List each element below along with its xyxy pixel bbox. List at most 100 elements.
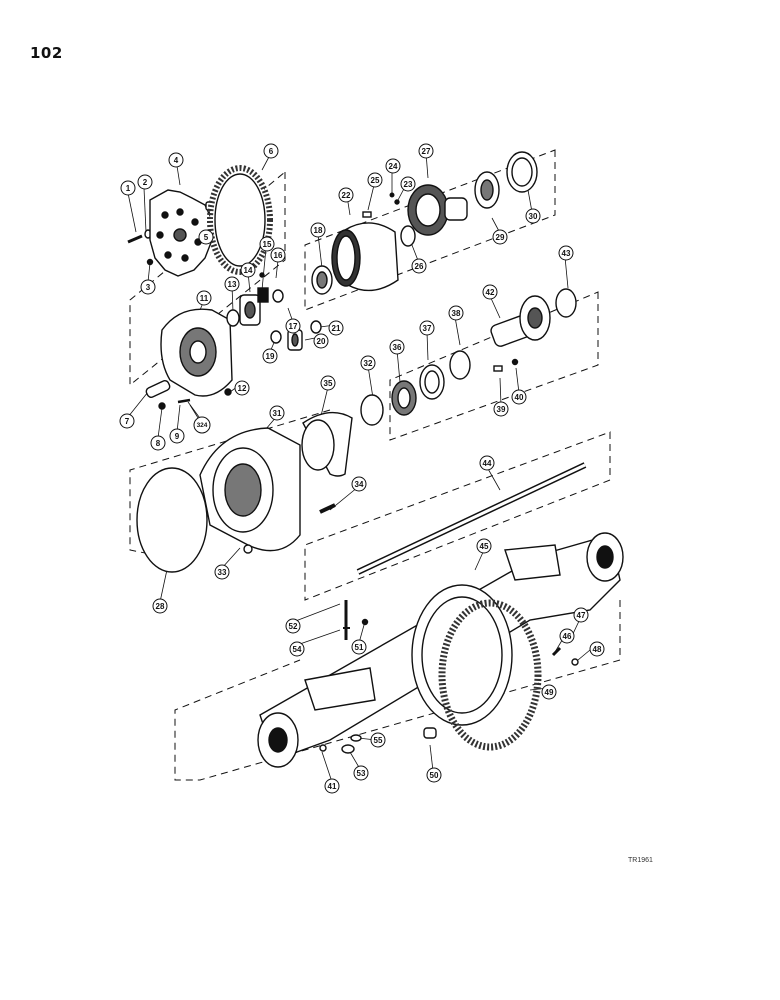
callout-circle [492,229,508,245]
callout-label: 43 [562,249,571,258]
callout-circle [360,355,376,371]
part-planet-carrier-11 [160,308,233,397]
page-number: 102 [30,44,63,62]
callout-39: 39 [493,401,509,417]
part-24 [389,192,395,198]
callout-32: 32 [360,355,376,371]
part-21 [310,320,322,334]
callout-27: 27 [418,143,434,159]
callout-circle [259,236,275,252]
callout-31: 31 [269,405,285,421]
callout-50: 50 [426,767,442,783]
part-bearing-29 [474,171,500,209]
part-oring-28 [136,467,208,573]
callout-3: 3 [140,279,156,295]
callout-circle [559,628,575,644]
callout-circle [289,641,305,657]
callout-18: 18 [310,222,326,238]
part-pin-7 [145,380,171,398]
part-cup-18 [311,265,333,295]
callout-circle [262,348,278,364]
callout-43: 43 [558,245,574,261]
callout-circle [525,208,541,224]
callout-label: 14 [244,266,253,275]
callout-label: 15 [263,240,272,249]
callout-7: 7 [119,413,135,429]
outline-housing-group [174,600,621,781]
callout-34: 34 [351,476,367,492]
callout-label: 50 [430,771,439,780]
callout-label: 19 [266,352,275,361]
callout-circle [573,607,589,623]
callout-324: 324 [193,416,211,434]
callout-circle [351,639,367,655]
callout-circle [426,767,442,783]
part-12 [224,388,232,396]
callout-balloons: 1234567891112131415161718192021222324252… [119,143,605,794]
part-washer-13 [226,309,240,327]
callout-label: 30 [529,212,538,221]
part-planet-gear-14 [239,294,261,326]
callout-label: 34 [355,480,364,489]
callout-label: 39 [497,405,506,414]
part-gear-4 [149,189,213,277]
callout-24: 24 [385,158,401,174]
callout-circle [120,180,136,196]
callout-circle [269,405,285,421]
part-32 [360,394,384,426]
part-cup-30 [506,151,538,193]
callout-label: 23 [404,180,413,189]
callout-circle [310,222,326,238]
callout-42: 42 [482,284,498,300]
callout-label: 28 [156,602,165,611]
outline-spindle-group [389,291,599,441]
callout-label: 47 [577,611,586,620]
callout-53: 53 [353,765,369,781]
part-axle-shaft-44 [356,462,587,575]
callout-label: 38 [452,309,461,318]
callout-41: 41 [324,778,340,794]
callout-54: 54 [289,641,305,657]
callout-45: 45 [476,538,492,554]
part-17 [272,289,284,303]
callout-circle [558,245,574,261]
part-25 [362,211,372,218]
callout-circle [313,333,329,349]
callout-12: 12 [234,380,250,396]
callout-circle [541,684,557,700]
callout-label: 37 [423,324,432,333]
callout-label: 31 [273,409,282,418]
callout-46: 46 [559,628,575,644]
callout-circle [411,258,427,274]
callout-circle [448,305,464,321]
callout-circle [196,290,212,306]
part-bolt-1 [127,234,143,244]
callout-circle [338,187,354,203]
callout-25: 25 [367,172,383,188]
part-51 [361,618,369,626]
callout-circle [418,143,434,159]
callout-circle [328,320,344,336]
callout-circle [137,174,153,190]
callout-51: 51 [351,639,367,655]
part-cup-37 [419,364,445,400]
callout-label: 324 [197,422,208,429]
part-39 [493,365,503,372]
callout-circle [224,276,240,292]
callout-55: 55 [370,732,386,748]
part-spindle-42 [490,295,551,347]
callout-label: 44 [483,459,492,468]
callout-14: 14 [240,262,256,278]
callout-circle [214,564,230,580]
callout-circle [367,172,383,188]
callout-23: 23 [400,176,416,192]
callout-22: 22 [338,187,354,203]
callout-label: 33 [218,568,227,577]
callout-2: 2 [137,174,153,190]
part-9 [177,398,191,404]
part-housing-31 [199,427,301,552]
callout-label: 52 [289,622,298,631]
callout-52: 52 [285,618,301,634]
